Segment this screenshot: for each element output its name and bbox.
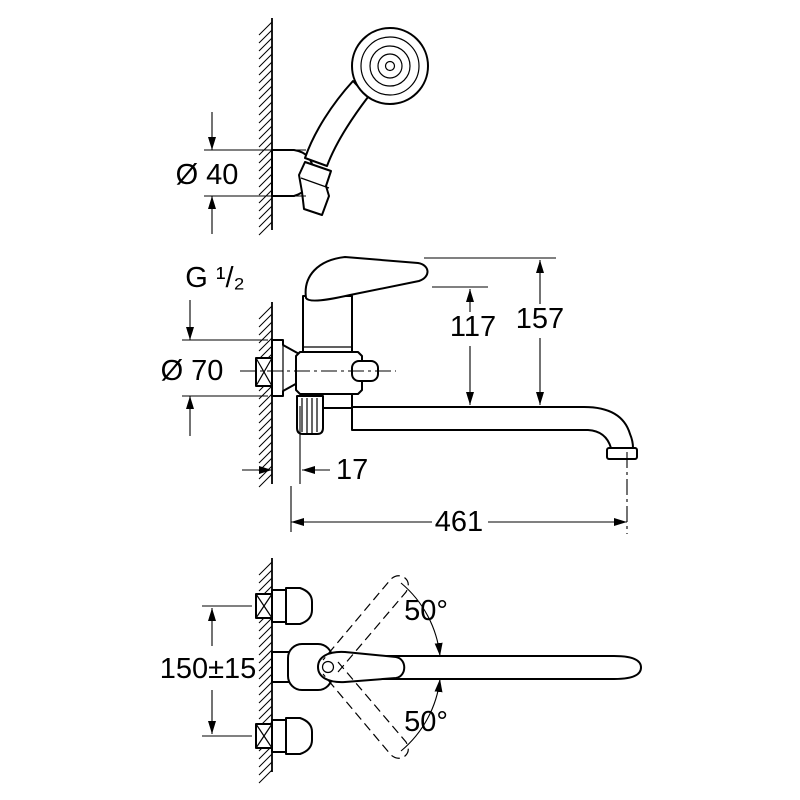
swivel-arc-up (400, 582, 443, 657)
diverter-housing (295, 351, 363, 395)
connector-detail-line (300, 177, 330, 189)
lever-swivel-down-ghost (322, 661, 409, 759)
lever-plan (317, 650, 406, 684)
spout-side (351, 406, 634, 449)
shower-hose-connector (298, 161, 332, 216)
lever-side (304, 256, 429, 302)
swivel-arc-down (400, 678, 443, 752)
dim-label-shower-holder-diameter: Ø 40 (176, 159, 239, 191)
lever-pivot (321, 660, 335, 674)
wall-sections (258, 18, 273, 784)
shower-head-ring-3 (377, 53, 403, 79)
lever-swivel-up-ghost (322, 575, 409, 673)
supply-flange-top (271, 589, 287, 623)
dim-label-thread-size: G ¹/₂ (185, 262, 245, 294)
supply-stub-top-hatch-2 (255, 593, 273, 619)
dim-label-swivel-angle-down: 50° (404, 706, 448, 738)
inlet-stub-hatch-2 (255, 357, 273, 387)
mixer-plan-view (255, 575, 642, 759)
dim-label-wall-to-escutcheon: 17 (336, 454, 368, 486)
dim-label-spout-reach: 461 (435, 506, 483, 538)
shower-head-ring-1 (360, 36, 420, 96)
dim-label-escutcheon-diameter: Ø 70 (161, 355, 224, 387)
dim-label-spout-to-lever-height: 157 (516, 303, 564, 335)
supply-escutcheon-top (285, 587, 313, 625)
spout-plan (329, 655, 642, 680)
mixer-side-view (240, 256, 638, 460)
dim-label-swivel-angle-up: 50° (404, 595, 448, 627)
supply-flange-bottom (271, 719, 287, 753)
diverter-knob (296, 395, 324, 435)
shower-handset (271, 27, 429, 216)
aerator (606, 447, 638, 460)
shower-head (351, 27, 429, 105)
dim-label-connection-centers: 150±15 (160, 653, 257, 685)
shower-head-ring-2 (369, 45, 411, 87)
dimensions: Ø 40 G ¹/₂ Ø 70 157 117 17 461 (160, 112, 628, 752)
dim-label-spout-to-body-height: 117 (450, 311, 496, 343)
shower-handle (304, 80, 369, 167)
shower-head-center (384, 60, 396, 72)
supply-stub-bottom-hatch-2 (255, 723, 273, 749)
wall-hatch-top (258, 21, 273, 236)
supply-escutcheon-bottom (285, 717, 313, 755)
